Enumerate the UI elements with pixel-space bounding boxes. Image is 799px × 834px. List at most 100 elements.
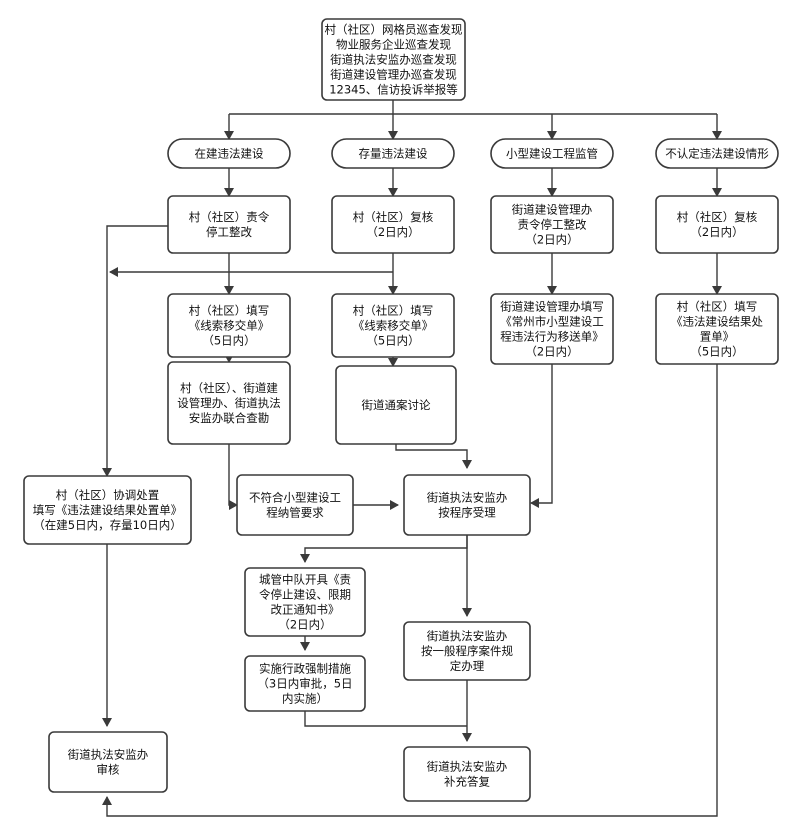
node-label-line: 《常州市小型建设工: [500, 315, 604, 329]
node-box: [48, 731, 168, 793]
node-label-line: 补充答复: [444, 775, 490, 789]
node-label-line: （5日内）: [202, 334, 255, 348]
node-label-line: （2日内）: [278, 618, 331, 632]
node-village-review-a: 村（社区）复核（2日内）: [331, 195, 455, 254]
node-label-line: 《违法建设结果处: [671, 315, 763, 329]
node-label-line: （5日内）: [366, 334, 419, 348]
node-label-line: 改正通知书》: [271, 603, 340, 617]
node-label-line: 实施行政强制措施: [259, 662, 351, 676]
node-label-line: 村（社区）责令: [189, 210, 270, 224]
node-label-line: 安监办联合查勘: [189, 411, 270, 425]
node-box: [403, 474, 531, 536]
node-label-line: 街道建设管理办巡查发现: [330, 68, 457, 82]
node-box: [244, 655, 366, 712]
node-label-line: 令停止建设、限期: [259, 588, 351, 602]
node-box: [655, 195, 779, 254]
node-label-line: （2日内）: [690, 225, 743, 239]
node-box: [335, 365, 457, 445]
node-label-line: 街道通案讨论: [362, 398, 431, 412]
node-cat-existing: 存量违法建设: [331, 138, 455, 169]
node-label-line: （2日内）: [525, 345, 578, 359]
node-label-line: 村（社区）复核: [677, 210, 758, 224]
node-box: [244, 567, 366, 637]
node-label-line: 城管中队开具《责: [259, 573, 351, 587]
node-box: [331, 138, 455, 169]
node-label-line: （3日内审批，5日: [257, 677, 352, 691]
node-box: [490, 195, 614, 254]
node-village-review-b: 村（社区）复核（2日内）: [655, 195, 779, 254]
node-village-fill-a: 村（社区）填写《线索移交单》（5日内）: [167, 293, 291, 358]
edge-accept-to-urban: [300, 535, 468, 563]
node-label-line: 不认定违法建设情形: [665, 147, 769, 161]
node-label-line: 程违法行为移送单》: [500, 330, 604, 344]
node-street-discussion: 街道通案讨论: [335, 365, 457, 445]
node-village-order-stop: 村（社区）责令停工整改: [167, 195, 291, 254]
node-label-line: 村（社区）网格员巡查发现: [325, 23, 463, 37]
node-label-line: 村（社区）协调处置: [56, 488, 160, 502]
node-label-line: 在建违法建设: [195, 147, 264, 161]
node-label-line: 村（社区）填写: [353, 304, 434, 318]
node-cat-in-construction: 在建违法建设: [167, 138, 291, 169]
node-box: [167, 195, 291, 254]
node-village-fill-b: 村（社区）填写《线索移交单》（5日内）: [331, 293, 455, 358]
edge-joint-to-not-meet: [228, 444, 238, 510]
node-village-fill-result: 村（社区）填写《违法建设结果处置单》（5日内）: [655, 293, 779, 365]
node-label-line: 停工整改: [206, 225, 252, 239]
node-label-line: （2日内）: [525, 233, 578, 247]
node-label-line: （在建5日内，存量10日内）: [33, 518, 181, 532]
node-box: [167, 293, 291, 358]
node-layer: 村（社区）网格员巡查发现物业服务企业巡查发现街道执法安监办巡查发现街道建设管理办…: [23, 18, 779, 802]
node-label-line: 存量违法建设: [359, 147, 428, 161]
node-label-line: 街道执法安监办: [427, 760, 508, 774]
node-box: [403, 746, 531, 802]
node-label-line: 定办理: [450, 659, 485, 673]
node-label-line: 12345、信访投诉举报等: [329, 83, 458, 97]
node-label-line: 内实施）: [282, 692, 328, 706]
node-label-line: 街道建设管理办填写: [500, 300, 604, 314]
node-box: [331, 293, 455, 358]
node-label-line: 村（社区）填写: [189, 304, 270, 318]
connector-lines: [102, 100, 722, 817]
node-label-line: 按程序受理: [438, 506, 496, 520]
node-label-line: 不符合小型建设工: [249, 491, 341, 505]
node-label-line: 街道执法安监办巡查发现: [330, 53, 457, 67]
node-label-line: （5日内）: [690, 345, 743, 359]
edge-order-to-coordinate: [102, 225, 168, 477]
node-box: [490, 138, 614, 169]
node-label-line: 小型建设工程监管: [506, 147, 598, 161]
node-box: [167, 361, 291, 445]
node-label-line: 村（社区）、街道建: [180, 381, 278, 395]
node-label-line: 街道建设管理办: [512, 203, 593, 217]
node-label-line: 《线索移交单》: [189, 319, 270, 333]
node-label-line: 《线索移交单》: [353, 319, 434, 333]
node-label-line: 置单》: [700, 330, 735, 344]
node-label-line: 街道执法安监办: [427, 629, 508, 643]
edge-discussion-to-accept: [395, 444, 472, 469]
node-label-line: 责令停工整改: [518, 218, 587, 232]
node-box: [403, 621, 531, 681]
node-box: [23, 475, 192, 545]
node-label-line: 街道执法安监办: [427, 491, 508, 505]
node-label-line: 街道执法安监办: [68, 748, 149, 762]
node-sources: 村（社区）网格员巡查发现物业服务企业巡查发现街道执法安监办巡查发现街道建设管理办…: [321, 18, 466, 101]
node-label-line: 村（社区）填写: [677, 300, 758, 314]
edge-mgmt-fill-to-accept: [530, 364, 553, 508]
node-label-line: 程纳管要求: [266, 506, 324, 520]
node-label-line: 村（社区）复核: [353, 210, 434, 224]
node-label-line: 审核: [97, 763, 120, 777]
edge-enforce-to-supplement: [304, 711, 467, 727]
node-box: [236, 474, 354, 536]
node-box: [331, 195, 455, 254]
node-cat-not-recognized: 不认定违法建设情形: [655, 138, 779, 169]
node-label-line: 按一般程序案件规: [421, 644, 513, 658]
